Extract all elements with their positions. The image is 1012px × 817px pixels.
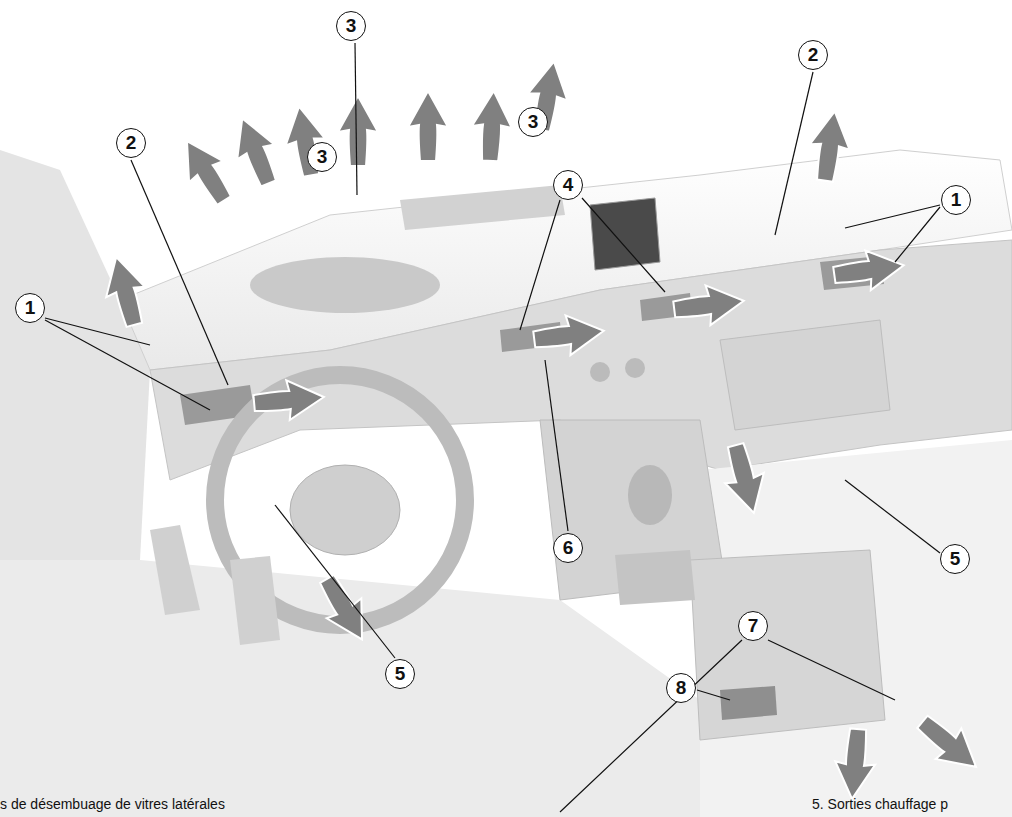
airflow-arrow — [716, 440, 773, 518]
airflow-arrow — [252, 377, 325, 423]
airflow-arrow — [224, 111, 287, 191]
caption-fragment: 5. Sorties chauffage p — [812, 796, 948, 812]
leader-line — [131, 160, 228, 385]
leader-line — [355, 43, 357, 195]
callout-number: 7 — [738, 611, 768, 641]
leader-line — [520, 198, 665, 330]
callout-number: 4 — [553, 170, 583, 200]
leader-line — [545, 360, 568, 531]
airflow-arrow — [170, 131, 241, 212]
airflow-arrow — [532, 311, 606, 359]
callout-number: 3 — [518, 107, 548, 137]
callout-number: 3 — [336, 11, 366, 41]
pedal — [150, 525, 200, 615]
pedal — [230, 556, 280, 645]
cup-holder — [615, 550, 695, 605]
leader-line — [275, 505, 395, 658]
callout-number: 8 — [666, 673, 696, 703]
instrument-hood — [250, 257, 440, 313]
leader-line — [560, 640, 895, 812]
airflow-arrows — [97, 58, 989, 801]
callout-number: 6 — [553, 533, 583, 563]
gear-shifter — [628, 465, 672, 525]
airflow-arrow — [910, 707, 989, 783]
airflow-arrow — [832, 727, 878, 800]
steering-hub — [290, 465, 400, 555]
door-pillar — [0, 150, 150, 600]
leader-lines — [45, 43, 940, 812]
airflow-arrow — [310, 569, 380, 650]
airflow-arrow — [832, 245, 907, 294]
defrost-vent — [400, 185, 565, 230]
glovebox — [720, 320, 890, 430]
rear-console — [690, 550, 885, 740]
callout-number: 3 — [307, 142, 337, 172]
airflow-arrow — [805, 109, 854, 184]
control-knob — [590, 362, 610, 382]
callout-number: 2 — [798, 40, 828, 70]
leader-line — [845, 205, 940, 262]
leader-line — [697, 690, 730, 700]
leader-line — [45, 318, 210, 410]
callout-number: 2 — [116, 128, 146, 158]
airflow-arrow — [470, 90, 514, 162]
rear-vent — [720, 686, 777, 720]
airflow-arrow — [338, 96, 378, 166]
screen — [590, 198, 660, 270]
callout-number: 5 — [385, 659, 415, 689]
callout-number: 1 — [941, 185, 971, 215]
leader-line — [845, 480, 940, 553]
airflow-arrow — [408, 91, 448, 161]
callout-number: 5 — [940, 544, 970, 574]
caption-fragment: s de désembuage de vitres latérales — [0, 796, 225, 812]
airflow-arrow — [97, 252, 154, 330]
callout-number: 1 — [15, 293, 45, 323]
airflow-arrow — [672, 281, 746, 329]
control-knob — [625, 358, 645, 378]
leader-line — [775, 72, 813, 235]
